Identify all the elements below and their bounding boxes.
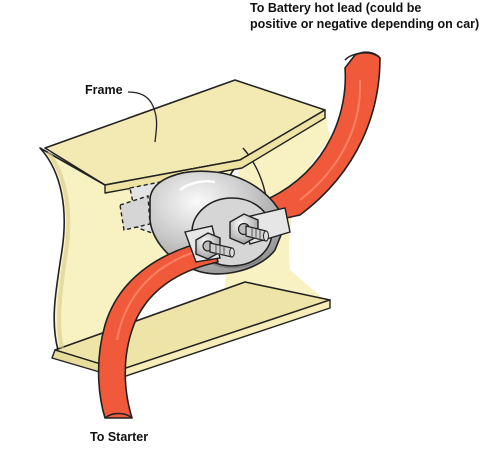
frame-leader-line [127,91,158,143]
starter-terminal [184,225,235,263]
battery-cable [267,51,381,223]
frame-bend-shade [46,150,71,349]
starter-label: To Starter [90,430,149,444]
battery-lead-label-line2: positive or negative depending on car) [250,17,480,31]
starter-cable [97,239,219,419]
frame-top-lip [104,109,326,194]
battery-lead-label-line1: To Battery hot lead (could be [250,1,422,15]
battery-terminal [229,207,291,245]
frame-label: Frame [85,83,123,97]
battery-lead-label: To Battery hot lead (could be positive o… [250,0,479,32]
